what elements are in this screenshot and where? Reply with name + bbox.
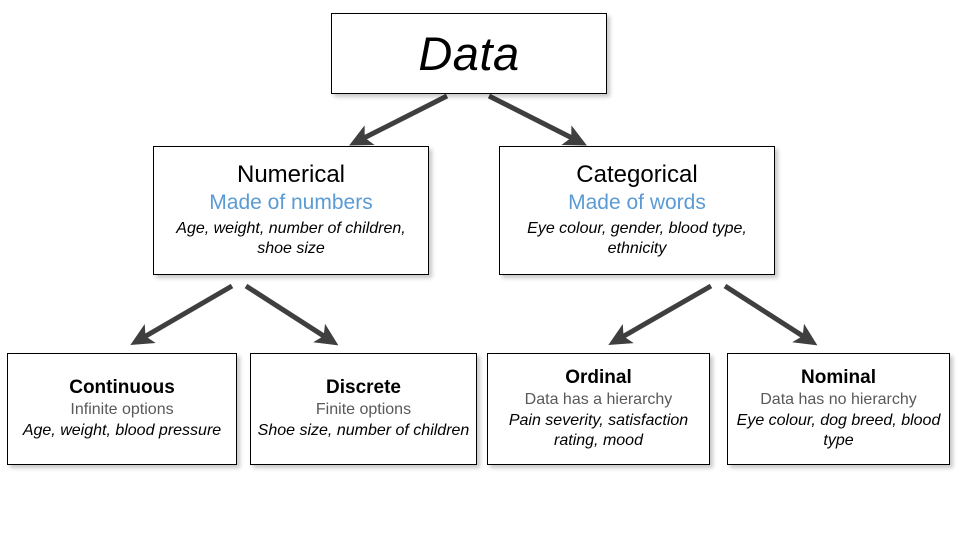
node-subtitle: Made of numbers bbox=[209, 191, 373, 215]
node-title: Continuous bbox=[69, 376, 175, 398]
node-title: Numerical bbox=[236, 161, 346, 189]
arrow-numerical-to-continuous bbox=[130, 283, 234, 346]
node-categorical: Categorical Made of words Eye colour, ge… bbox=[499, 146, 775, 275]
node-title: Data bbox=[418, 27, 520, 80]
node-numerical: Numerical Made of numbers Age, weight, n… bbox=[153, 146, 429, 275]
arrow-categorical-to-nominal bbox=[723, 283, 818, 346]
arrow-numerical-to-discrete bbox=[244, 283, 339, 346]
node-examples: Age, weight, blood pressure bbox=[22, 422, 222, 440]
node-examples: Age, weight, number of children, shoe si… bbox=[176, 219, 406, 257]
node-title: Ordinal bbox=[565, 366, 632, 388]
node-subtitle: Made of words bbox=[568, 191, 706, 215]
node-continuous: Continuous Infinite options Age, weight,… bbox=[7, 353, 237, 465]
node-title: Categorical bbox=[576, 161, 698, 189]
node-subtitle: Data has no hierarchy bbox=[760, 390, 917, 408]
node-subtitle: Infinite options bbox=[70, 400, 174, 418]
node-nominal: Nominal Data has no hierarchy Eye colour… bbox=[727, 353, 950, 465]
arrow-root-to-numerical bbox=[349, 93, 449, 146]
node-discrete: Discrete Finite options Shoe size, numbe… bbox=[250, 353, 477, 465]
arrow-categorical-to-ordinal bbox=[608, 283, 713, 345]
node-ordinal: Ordinal Data has a hierarchy Pain severi… bbox=[487, 353, 710, 465]
node-examples: Pain severity, satisfaction rating, mood bbox=[508, 412, 689, 450]
node-subtitle: Finite options bbox=[315, 400, 412, 418]
node-title: Nominal bbox=[801, 366, 876, 388]
node-examples: Eye colour, dog breed, blood type bbox=[736, 412, 941, 450]
arrow-root-to-categorical bbox=[487, 93, 587, 146]
node-examples: Shoe size, number of children bbox=[257, 422, 470, 440]
node-subtitle: Data has a hierarchy bbox=[524, 390, 673, 408]
node-data-root: Data bbox=[331, 13, 607, 94]
node-title: Discrete bbox=[326, 376, 401, 398]
node-examples: Eye colour, gender, blood type, ethnicit… bbox=[527, 219, 747, 257]
